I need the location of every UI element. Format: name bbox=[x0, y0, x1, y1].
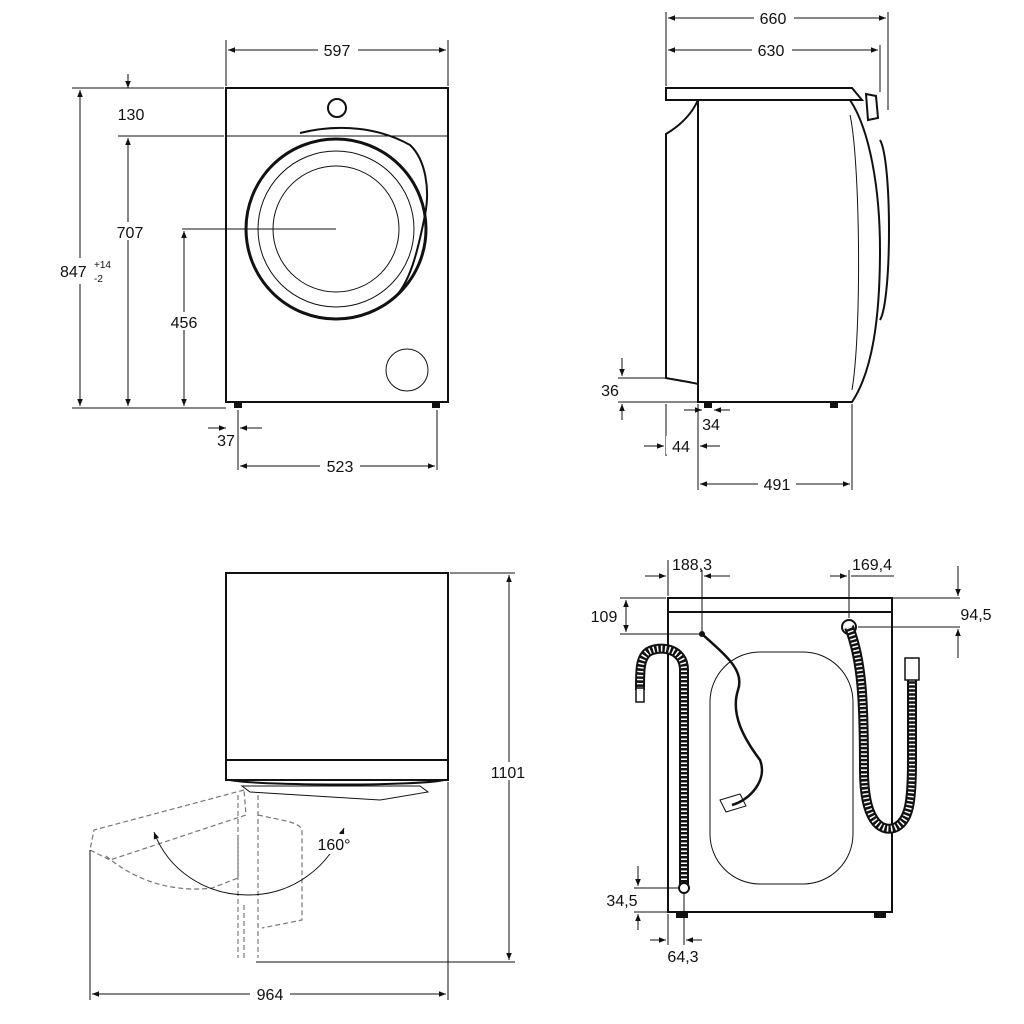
rear-foot-left bbox=[676, 912, 688, 918]
dim-side-foot-span-label: 491 bbox=[764, 477, 791, 494]
drain-hose-end bbox=[635, 687, 645, 703]
dim-height-label: 847 bbox=[60, 264, 87, 281]
dim-foot-height-label: 36 bbox=[601, 383, 619, 400]
dim-depth-body-label: 630 bbox=[758, 43, 785, 60]
dim-height-tol-plus: +14 bbox=[94, 260, 111, 271]
open-door-outline-left bbox=[89, 789, 247, 861]
top-door-base bbox=[229, 779, 445, 786]
dim-height-tol-minus: -2 bbox=[94, 274, 103, 285]
program-knob bbox=[327, 98, 347, 118]
filter-cover bbox=[385, 348, 429, 392]
open-door-outline-right bbox=[257, 814, 303, 929]
side-foot-right bbox=[830, 402, 838, 408]
drain-outlet bbox=[678, 882, 690, 894]
side-inner-contour bbox=[849, 114, 860, 391]
side-handle bbox=[879, 139, 890, 321]
dim-door-open-depth-label: 964 bbox=[257, 987, 284, 1004]
dim-foot-offset-label: 37 bbox=[217, 433, 235, 450]
side-view: 660 630 36 34 44 491 bbox=[601, 8, 890, 494]
front-foot-right bbox=[432, 402, 440, 408]
dim-drain-height-label: 34,5 bbox=[606, 893, 637, 910]
dim-door-protrusion-label: 44 bbox=[672, 439, 690, 456]
front-foot-left bbox=[234, 402, 242, 408]
dim-drain-offset-label: 64,3 bbox=[667, 949, 698, 966]
side-foot-left bbox=[704, 402, 712, 408]
machine-top-outline bbox=[225, 572, 449, 781]
dim-side-foot-label: 34 bbox=[702, 417, 720, 434]
machine-side-body bbox=[697, 99, 882, 403]
top-view: 160° 1101 964 bbox=[89, 572, 530, 1004]
dim-top-panel-label: 130 bbox=[118, 107, 145, 124]
dim-inlet-drop-label: 94,5 bbox=[960, 607, 991, 624]
rear-foot-right bbox=[874, 912, 886, 918]
dim-inlet-offset-label: 169,4 bbox=[852, 557, 892, 574]
power-cable bbox=[701, 633, 764, 807]
dim-foot-span-label: 523 bbox=[327, 459, 354, 476]
opening-angle-arc bbox=[153, 827, 345, 896]
inlet-hose-connector bbox=[904, 657, 920, 681]
dim-door-center-label: 456 bbox=[171, 315, 198, 332]
rear-back-panel bbox=[709, 651, 854, 885]
side-door-bulge bbox=[665, 99, 699, 386]
dim-door-open-height-label: 1101 bbox=[491, 765, 526, 782]
front-view: 597 847 +14 -2 130 707 456 37 523 bbox=[58, 40, 449, 476]
side-top-lid bbox=[665, 87, 865, 101]
door-hinge-detail bbox=[240, 785, 430, 801]
open-door-outline-vertical bbox=[237, 795, 259, 958]
opening-angle-label: 160° bbox=[317, 837, 350, 854]
dim-width-label: 597 bbox=[324, 43, 351, 60]
rear-view: 188,3 169,4 109 94,5 34,5 64,3 bbox=[591, 557, 992, 966]
dim-cable-offset-label: 188,3 bbox=[672, 557, 712, 574]
dim-cable-drop-label: 109 bbox=[591, 609, 618, 626]
dim-depth-total-label: 660 bbox=[760, 11, 787, 28]
dim-door-top-label: 707 bbox=[117, 225, 144, 242]
power-plug bbox=[719, 793, 747, 813]
door-handle-outline bbox=[299, 126, 428, 301]
open-door-outline-arc bbox=[105, 835, 239, 890]
side-knob bbox=[864, 92, 880, 122]
